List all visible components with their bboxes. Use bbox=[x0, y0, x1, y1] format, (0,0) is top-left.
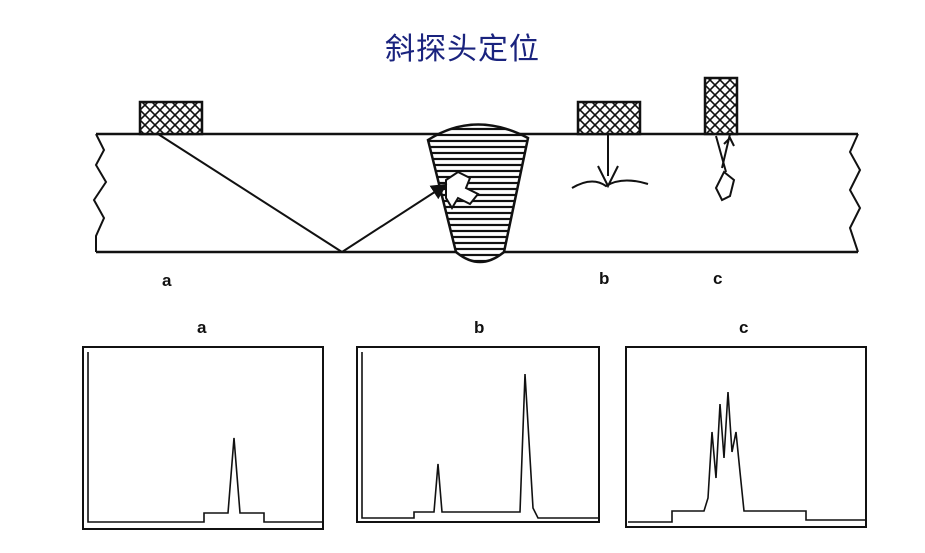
a-scan-screen-b bbox=[356, 346, 600, 523]
probe-c bbox=[703, 76, 739, 136]
screen-label-a: a bbox=[197, 318, 207, 337]
a-scan-screen-c bbox=[625, 346, 867, 528]
angle-probe-a bbox=[138, 100, 204, 136]
position-label-b: b bbox=[599, 269, 609, 288]
beam-path-a bbox=[157, 133, 448, 253]
weld-defect bbox=[445, 170, 480, 210]
position-label-a: a bbox=[162, 271, 172, 290]
echo-trace-c bbox=[628, 391, 866, 523]
a-scan-screen-a bbox=[82, 346, 324, 530]
beam-path-c bbox=[714, 133, 736, 202]
echo-trace-a bbox=[87, 352, 323, 523]
echo-trace-b bbox=[361, 352, 599, 519]
beam-path-b bbox=[571, 134, 649, 189]
screen-label-c: c bbox=[739, 318, 748, 337]
page-title: 斜探头定位 bbox=[385, 32, 540, 67]
probe-b bbox=[576, 100, 642, 136]
position-label-c: c bbox=[713, 269, 722, 288]
screen-label-b: b bbox=[474, 318, 484, 337]
